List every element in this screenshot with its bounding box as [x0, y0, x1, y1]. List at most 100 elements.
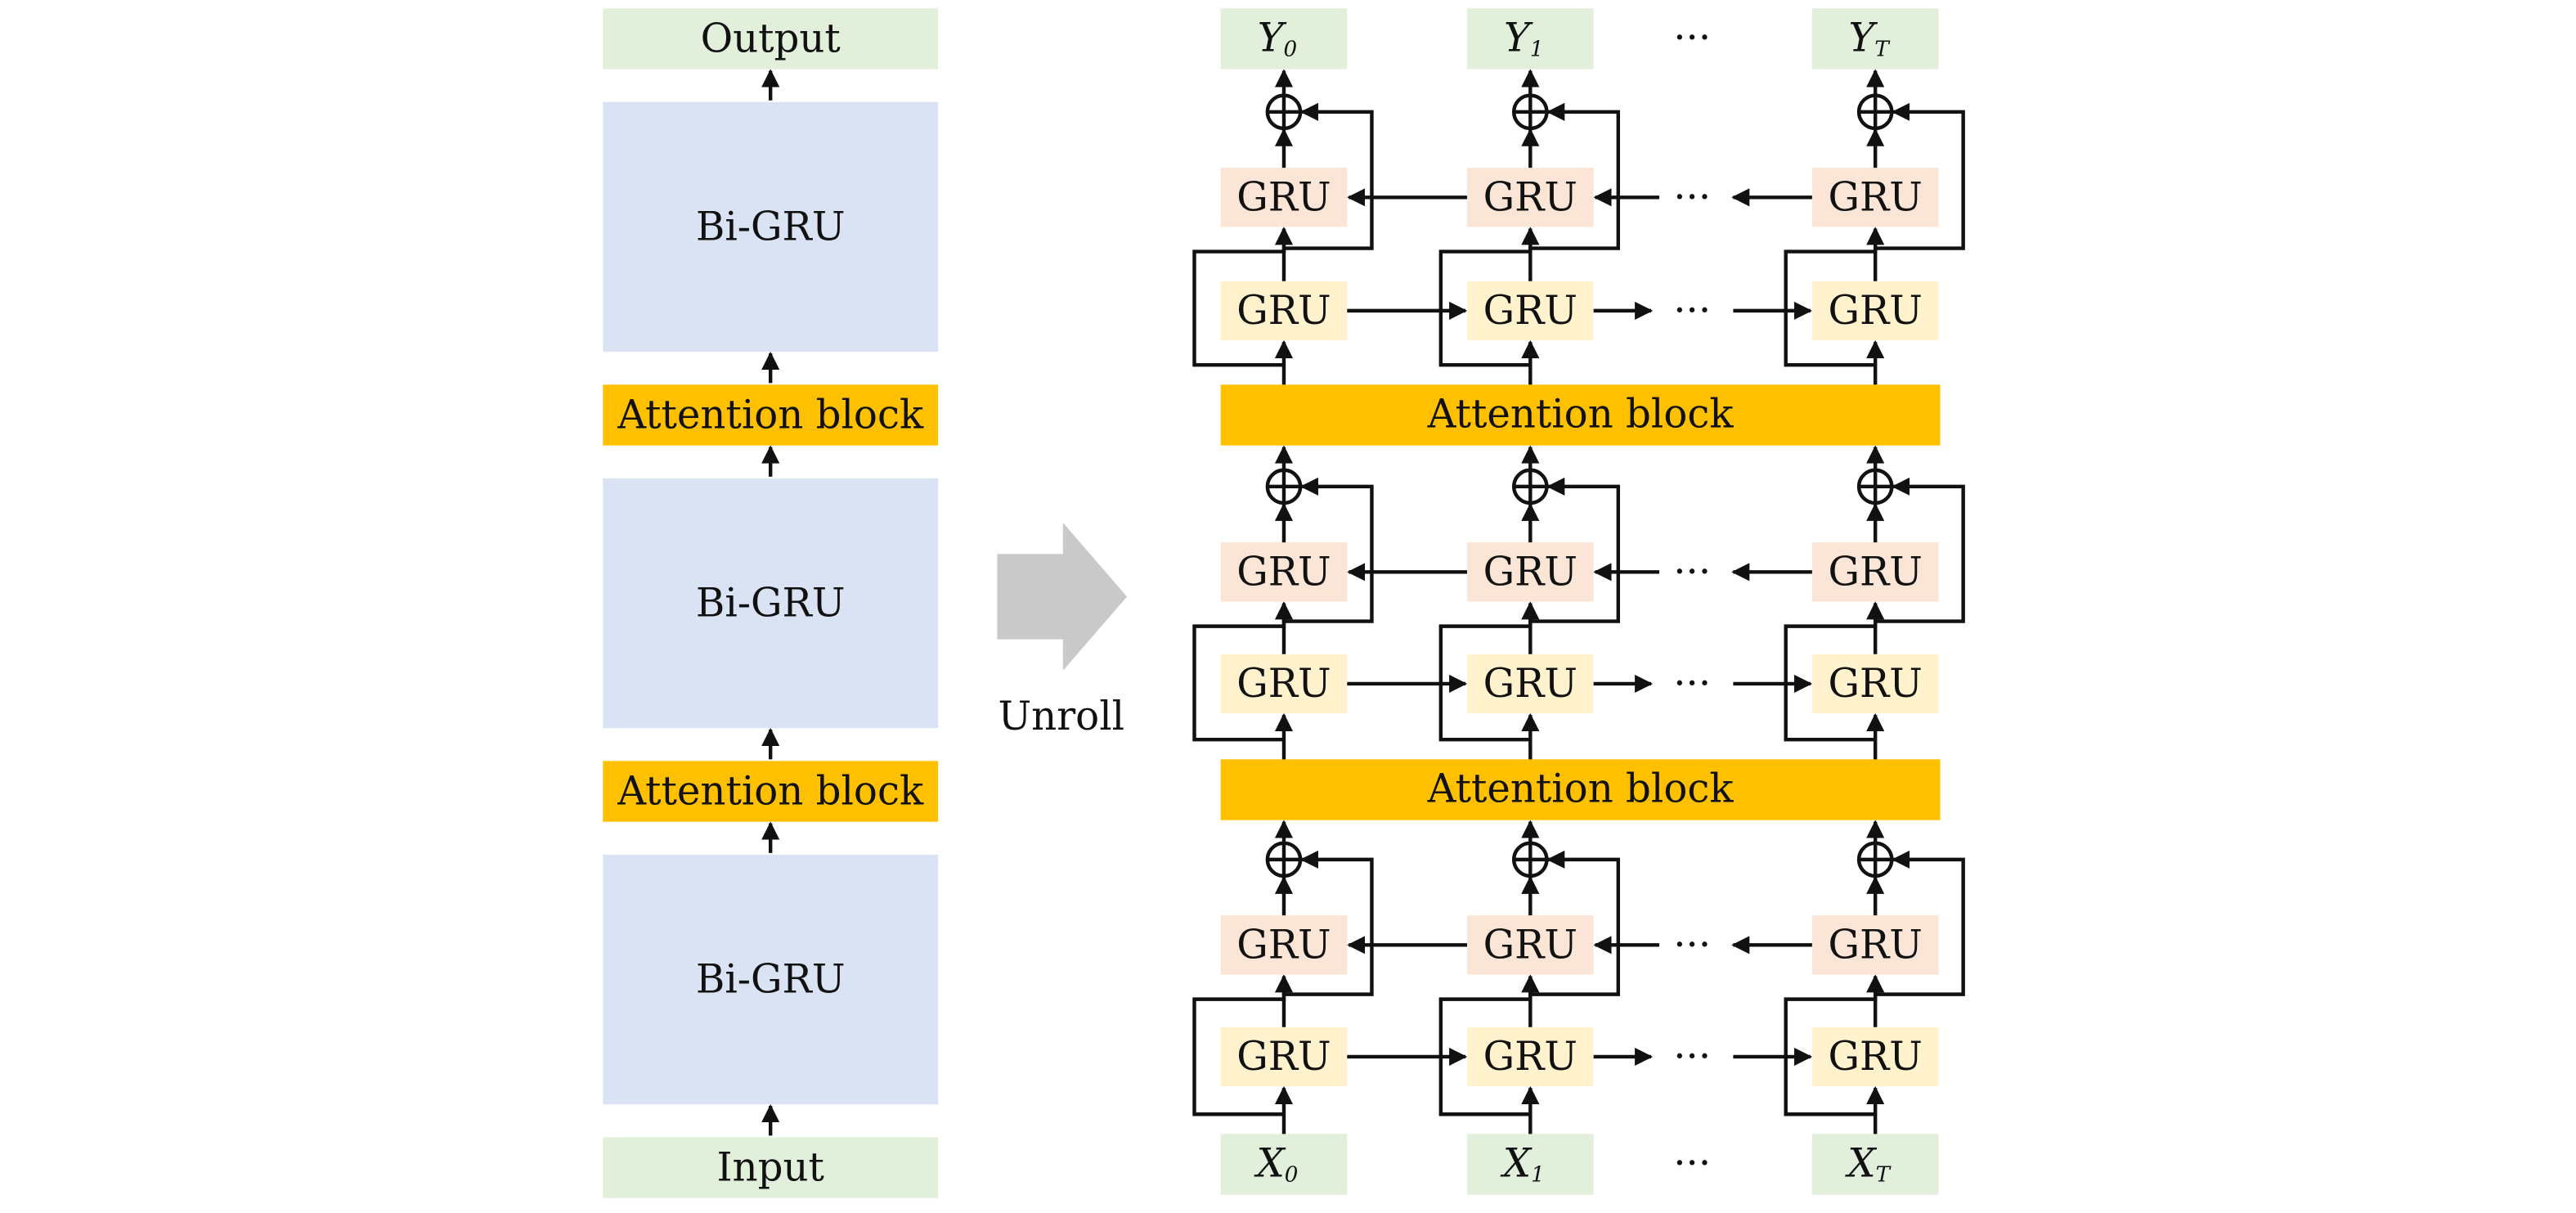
gru-label: GRU: [1828, 288, 1922, 334]
input-x-label: X1: [1500, 1141, 1545, 1188]
gru-label: GRU: [1828, 1034, 1922, 1080]
ellipsis: ···: [1673, 288, 1711, 334]
output-y-box: [1220, 8, 1348, 70]
symbol-base: X: [1844, 1141, 1877, 1187]
symbol-subscript: 0: [1285, 1163, 1299, 1188]
branch-connection: [1192, 974, 1294, 1116]
symbol-subscript: T: [1874, 37, 1891, 61]
input-x-box: [1811, 1134, 1939, 1195]
forward-gru-cell: [1220, 281, 1348, 341]
ellipsis: ···: [1673, 549, 1711, 595]
forward-gru-cell: [1220, 1027, 1348, 1087]
bigru-label: Bi-GRU: [696, 957, 846, 1003]
symbol-base: Y: [1504, 15, 1533, 61]
gru-label: GRU: [1236, 174, 1331, 220]
branch-connection: [1192, 601, 1294, 742]
gru-label: GRU: [1483, 661, 1577, 707]
backward-gru-cell: [1811, 915, 1939, 975]
backward-gru-cell: [1811, 542, 1939, 602]
unroll-label: Unroll: [998, 694, 1124, 739]
forward-gru-cell: [1811, 1027, 1939, 1087]
skip-connection: [1873, 850, 1965, 1027]
forward-gru-cell: [1811, 281, 1939, 341]
input-x-label: XT: [1844, 1141, 1892, 1188]
bigru-layer: [603, 854, 939, 1105]
gru-label: GRU: [1483, 288, 1577, 334]
skip-connection: [1281, 102, 1374, 281]
branch-connection: [1438, 227, 1540, 367]
ellipsis: ···: [1673, 661, 1711, 707]
attention-label: Attention block: [1427, 391, 1735, 437]
bigru-layer: [603, 478, 939, 729]
gru-label: GRU: [1483, 1034, 1577, 1080]
skip-connection: [1873, 477, 1965, 654]
input-x-box: [1466, 1134, 1594, 1195]
attention-label: Attention block: [1427, 766, 1735, 811]
gru-label: GRU: [1483, 549, 1577, 595]
backward-gru-cell: [1811, 168, 1939, 227]
forward-gru-cell: [1466, 654, 1594, 714]
bigru-layer: [603, 101, 939, 353]
input-x-label: X0: [1253, 1141, 1298, 1188]
forward-gru-cell: [1466, 281, 1594, 341]
symbol-subscript: 1: [1531, 1163, 1545, 1188]
backward-gru-cell: [1466, 542, 1594, 602]
symbol-subscript: T: [1876, 1163, 1892, 1188]
attention-label: Attention block: [617, 769, 924, 815]
backward-gru-cell: [1220, 168, 1348, 227]
branch-connection: [1438, 974, 1540, 1116]
gru-label: GRU: [1236, 661, 1331, 707]
gru-label: GRU: [1236, 1034, 1331, 1080]
forward-gru-cell: [1811, 654, 1939, 714]
forward-gru-cell: [1220, 654, 1348, 714]
unroll-arrow-icon: [997, 523, 1128, 671]
attention-block: [1220, 384, 1941, 446]
attention-block: [603, 384, 939, 446]
output-y-label: YT: [1849, 15, 1892, 61]
attention-block: [603, 761, 939, 822]
attention-label: Attention block: [617, 392, 924, 438]
skip-connection: [1873, 102, 1965, 281]
symbol-base: X: [1500, 1141, 1533, 1187]
output-y-box: [1811, 8, 1939, 70]
branch-connection: [1784, 601, 1885, 742]
forward-gru-cell: [1466, 1027, 1594, 1087]
gru-label: GRU: [1828, 174, 1922, 220]
backward-gru-cell: [1220, 915, 1348, 975]
symbol-subscript: 0: [1284, 37, 1298, 61]
input-box: [603, 1137, 939, 1198]
symbol-base: Y: [1258, 15, 1287, 61]
bigru-label: Bi-GRU: [696, 580, 846, 626]
symbol-subscript: 1: [1530, 37, 1544, 61]
backward-gru-cell: [1220, 542, 1348, 602]
ellipsis: ···: [1673, 1141, 1711, 1187]
ellipsis: ···: [1673, 15, 1711, 61]
gru-label: GRU: [1483, 922, 1577, 968]
gru-label: GRU: [1828, 549, 1922, 595]
gru-label: GRU: [1828, 661, 1922, 707]
branch-connection: [1438, 601, 1540, 742]
gru-label: GRU: [1483, 174, 1577, 220]
ellipsis: ···: [1673, 922, 1711, 968]
skip-connection: [1528, 477, 1621, 654]
ellipsis: ···: [1673, 174, 1711, 220]
branch-connection: [1192, 227, 1294, 367]
symbol-base: X: [1253, 1141, 1286, 1187]
output-y-label: Y0: [1258, 15, 1297, 61]
skip-connection: [1528, 102, 1621, 281]
skip-connection: [1281, 477, 1374, 654]
backward-gru-cell: [1466, 168, 1594, 227]
input-x-box: [1220, 1134, 1348, 1195]
input-label: Input: [717, 1145, 824, 1191]
unroll-indicator: Unroll: [997, 523, 1128, 739]
output-label: Output: [701, 16, 841, 61]
gru-label: GRU: [1828, 922, 1922, 968]
output-y-box: [1466, 8, 1594, 70]
gru-label: GRU: [1236, 549, 1331, 595]
skip-connection: [1281, 850, 1374, 1027]
attention-block: [1220, 759, 1941, 820]
branch-connection: [1784, 974, 1885, 1116]
